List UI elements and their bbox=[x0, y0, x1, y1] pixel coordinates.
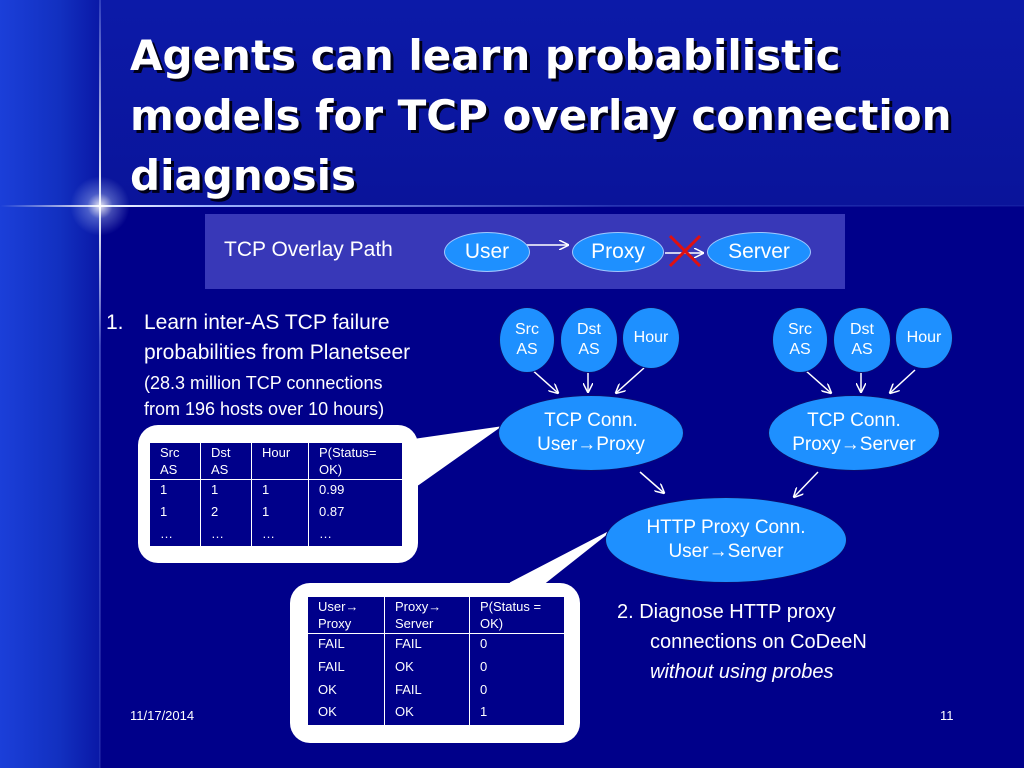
node-tcp-conn-user-proxy: TCP Conn. User→Proxy bbox=[498, 395, 684, 471]
http-conn-line2: User→Server bbox=[668, 541, 784, 562]
step1-line3: (28.3 million TCP connections bbox=[144, 373, 383, 393]
table-cell: FAIL bbox=[384, 679, 470, 703]
table-cell: 0 bbox=[469, 633, 564, 657]
table-cell: 1 bbox=[251, 502, 309, 525]
step2-line3: without using probes bbox=[650, 661, 834, 683]
table2-header: P(Status = OK) bbox=[469, 597, 564, 634]
table-row: FAIL OK 0 bbox=[308, 656, 564, 680]
node-right-hour: Hour bbox=[895, 307, 953, 369]
node-right-src-as-label: Src AS bbox=[788, 321, 812, 358]
tcp-conn-right-line1: TCP Conn. bbox=[807, 410, 901, 432]
slide-title: Agents can learn probabilistic models fo… bbox=[130, 31, 952, 200]
table-cell: OK bbox=[318, 704, 337, 720]
tcp-conn-left-line2: User→Proxy bbox=[537, 434, 645, 455]
table-cell: FAIL bbox=[384, 633, 470, 657]
table-cell: … bbox=[251, 524, 309, 546]
node-right-dst-as-label: Dst AS bbox=[850, 321, 874, 358]
node-left-dst-as-label: Dst AS bbox=[577, 321, 601, 358]
slide-page-number: 11 bbox=[940, 708, 954, 723]
table-cell: OK bbox=[384, 656, 470, 680]
node-user: User bbox=[444, 232, 530, 272]
overlay-path-label: TCP Overlay Path bbox=[224, 238, 393, 261]
node-left-src-as-label: Src AS bbox=[515, 321, 539, 358]
table-cell: 0 bbox=[469, 656, 564, 680]
node-right-dst-as: Dst AS bbox=[833, 307, 891, 373]
http-conn-line1: HTTP Proxy Conn. bbox=[646, 517, 806, 539]
tcp-conn-left-line1: TCP Conn. bbox=[544, 410, 638, 432]
table-http-status-probabilities: User→ Proxy Proxy→ Server P(Status = OK)… bbox=[308, 597, 564, 725]
table-cell: 0 bbox=[469, 679, 564, 703]
table-cell: FAIL bbox=[318, 636, 345, 651]
decorative-vertical-line bbox=[99, 0, 101, 768]
node-server: Server bbox=[707, 232, 811, 272]
step1-number: 1. bbox=[106, 311, 124, 334]
table-cell: 1 bbox=[251, 479, 309, 503]
decorative-horizontal-line bbox=[0, 205, 1024, 207]
table-row: 1 1 1 0.99 bbox=[150, 479, 402, 503]
table-cell: FAIL bbox=[318, 658, 345, 674]
step2-text: 2. Diagnose HTTP proxy connections on Co… bbox=[617, 597, 867, 687]
table-cell: 1 bbox=[200, 479, 252, 503]
background-top bbox=[0, 0, 1024, 206]
table-cell: OK bbox=[318, 681, 337, 697]
step2-line2: connections on CoDeeN bbox=[650, 631, 867, 653]
table-cell: … bbox=[200, 524, 252, 546]
node-http-proxy-conn: HTTP Proxy Conn. User→Server bbox=[605, 497, 847, 583]
node-left-src-as: Src AS bbox=[499, 307, 555, 373]
node-proxy: Proxy bbox=[572, 232, 664, 272]
table-cell: 0.99 bbox=[308, 479, 402, 503]
table-cell: 1 bbox=[160, 504, 168, 520]
table-cell: 1 bbox=[469, 702, 564, 725]
slide-date: 11/17/2014 bbox=[130, 708, 195, 723]
table-cell: OK bbox=[384, 702, 470, 725]
tcp-conn-right-line2: Proxy→Server bbox=[792, 434, 916, 455]
table-row: 1 2 1 0.87 bbox=[150, 502, 402, 525]
table-row: … … … … bbox=[150, 524, 402, 546]
node-tcp-conn-proxy-server: TCP Conn. Proxy→Server bbox=[768, 395, 940, 471]
step2-line1: 2. Diagnose HTTP proxy bbox=[617, 601, 836, 623]
table1-header: Hour bbox=[251, 443, 309, 480]
node-left-hour: Hour bbox=[622, 307, 680, 369]
table-row: FAIL FAIL 0 bbox=[308, 633, 564, 657]
step1-line2: probabilities from Planetseer bbox=[144, 341, 411, 364]
table1-header: Src AS bbox=[150, 443, 201, 480]
table-row: OK FAIL 0 bbox=[308, 679, 564, 703]
table-cell: … bbox=[308, 524, 402, 546]
table-row: OK OK 1 bbox=[308, 702, 564, 725]
table-cell: 0.87 bbox=[308, 502, 402, 525]
background-left-band bbox=[0, 0, 100, 768]
table1-header: P(Status= OK) bbox=[308, 443, 402, 480]
table2-header: User→ Proxy bbox=[308, 597, 385, 634]
table-cell: 1 bbox=[160, 482, 168, 497]
step2-line3-wrapper: without using probes bbox=[617, 657, 867, 687]
table1-header: Dst AS bbox=[200, 443, 252, 480]
table-as-failure-probabilities: Src AS Dst AS Hour P(Status= OK) 1 1 1 0… bbox=[150, 443, 402, 546]
node-left-dst-as: Dst AS bbox=[560, 307, 618, 373]
table-cell: … bbox=[160, 526, 173, 542]
table2-header: Proxy→ Server bbox=[384, 597, 470, 634]
node-right-src-as: Src AS bbox=[772, 307, 828, 373]
table-cell: 2 bbox=[200, 502, 252, 525]
decorative-sparkle bbox=[70, 176, 130, 236]
step1-line1: Learn inter-AS TCP failure bbox=[144, 311, 390, 334]
step1-line4: from 196 hosts over 10 hours) bbox=[144, 399, 385, 419]
